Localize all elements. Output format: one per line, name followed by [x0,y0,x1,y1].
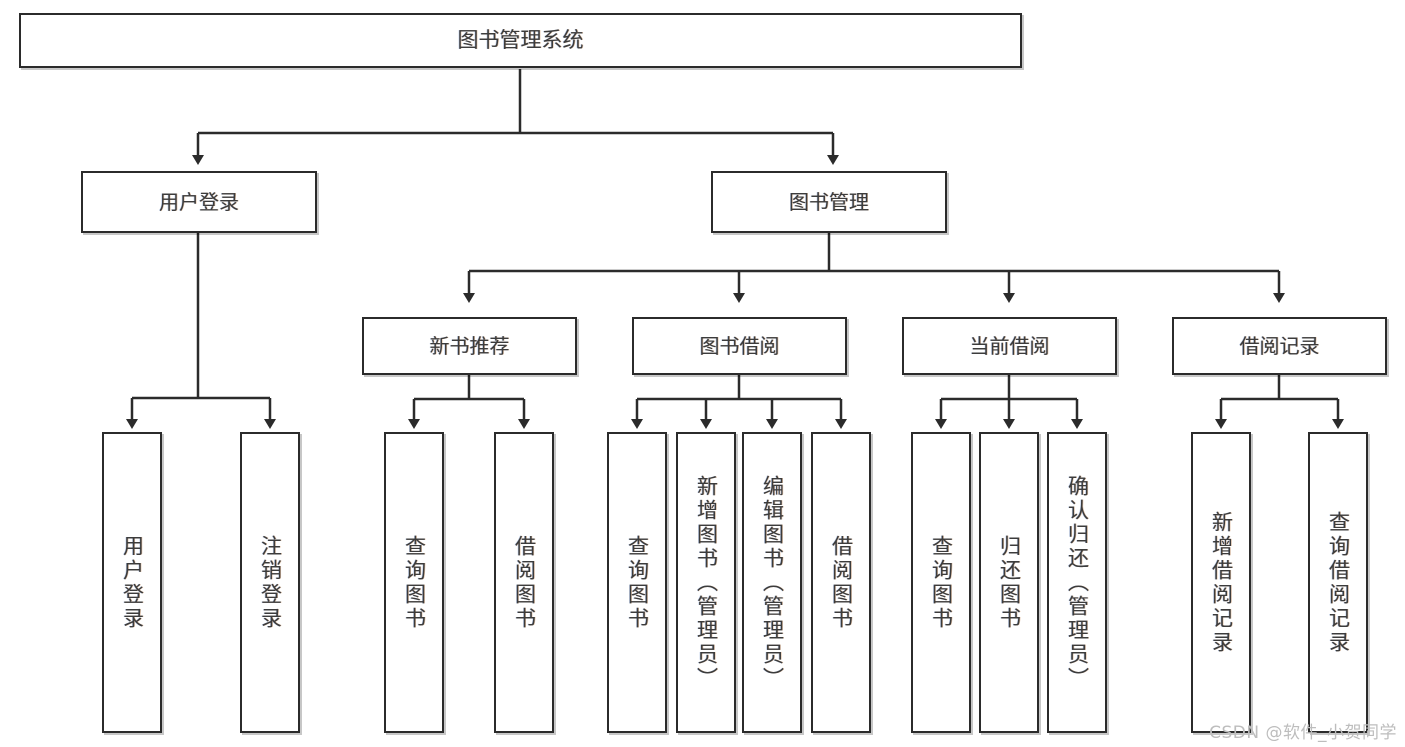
leaf-label: 查询图书 [625,534,650,631]
node-borrow-records-label: 借阅记录 [1239,333,1320,358]
leaf-label: 注销登录 [258,534,283,631]
leaf-borrow-borrow-book[interactable]: 借阅图书 [811,432,871,733]
node-current-borrow-label: 当前借阅 [969,333,1050,358]
leaf-label: 新增图书（管理员） [694,474,719,691]
leaf-label: 查询图书 [402,534,427,631]
leaf-label: 确认归还（管理员） [1065,474,1090,691]
leaf-user-login-logout[interactable]: 注销登录 [240,432,300,733]
leaf-records-add-record[interactable]: 新增借阅记录 [1191,432,1251,733]
node-root-label: 图书管理系统 [457,28,584,53]
leaf-user-login-login[interactable]: 用户登录 [102,432,162,733]
leaf-recommend-borrow-book[interactable]: 借阅图书 [494,432,554,733]
leaf-label: 用户登录 [120,534,145,631]
leaf-records-query-record[interactable]: 查询借阅记录 [1308,432,1368,733]
node-book-management[interactable]: 图书管理 [711,171,947,233]
node-book-management-label: 图书管理 [789,189,869,214]
leaf-label: 查询借阅记录 [1326,510,1351,655]
leaf-label: 新增借阅记录 [1209,510,1234,655]
node-current-borrow[interactable]: 当前借阅 [902,317,1117,375]
leaf-current-return-book[interactable]: 归还图书 [979,432,1039,733]
node-new-book-recommend-label: 新书推荐 [429,333,510,358]
leaf-label: 查询图书 [929,534,954,631]
node-book-borrow[interactable]: 图书借阅 [632,317,847,375]
leaf-label: 借阅图书 [829,534,854,631]
leaf-recommend-query-book[interactable]: 查询图书 [384,432,444,733]
leaf-label: 归还图书 [997,534,1022,631]
leaf-current-confirm-return-admin[interactable]: 确认归还（管理员） [1047,432,1107,733]
node-user-login-label: 用户登录 [159,189,239,214]
leaf-borrow-edit-book-admin[interactable]: 编辑图书（管理员） [742,432,802,733]
leaf-borrow-query-book[interactable]: 查询图书 [607,432,667,733]
watermark: CSDN @软件_小贺同学 [1209,723,1397,743]
leaf-label: 借阅图书 [512,534,537,631]
leaf-label: 编辑图书（管理员） [760,474,785,691]
leaf-borrow-add-book-admin[interactable]: 新增图书（管理员） [676,432,736,733]
node-book-borrow-label: 图书借阅 [699,333,780,358]
node-new-book-recommend[interactable]: 新书推荐 [362,317,577,375]
node-root[interactable]: 图书管理系统 [19,13,1022,68]
node-user-login[interactable]: 用户登录 [81,171,317,233]
leaf-current-query-book[interactable]: 查询图书 [911,432,971,733]
node-borrow-records[interactable]: 借阅记录 [1172,317,1387,375]
